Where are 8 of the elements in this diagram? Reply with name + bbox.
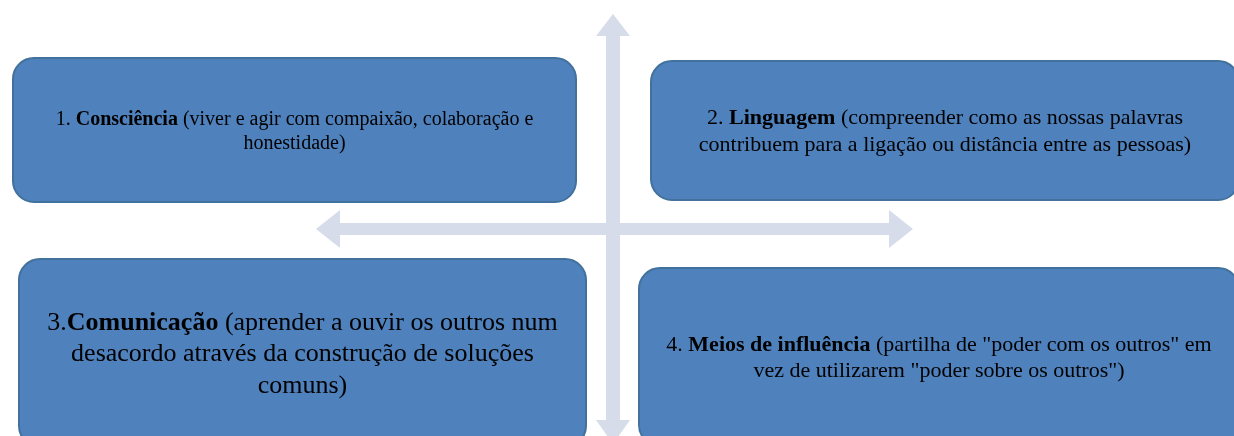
box-text: 2. Linguagem (compreender como as nossas palavras contribuem para a ligação ou distância entre as pessoas) [697,104,1193,157]
box-text: 1. Consciência (viver e agir com compaixão, colaboração e honestidade) [54,106,535,154]
process-box [650,60,1234,201]
process-box [638,267,1234,436]
box-text: 3.Comunicação (aprender a ouvir os outros num desacordo através da construção de soluções comuns) [46,306,559,400]
process-box [18,258,587,436]
box-text: 4. Meios de influência (partilha de "poder com os outros" em vez de utilizarem "poder sobre os outros") [665,330,1213,384]
process-box [12,57,577,203]
